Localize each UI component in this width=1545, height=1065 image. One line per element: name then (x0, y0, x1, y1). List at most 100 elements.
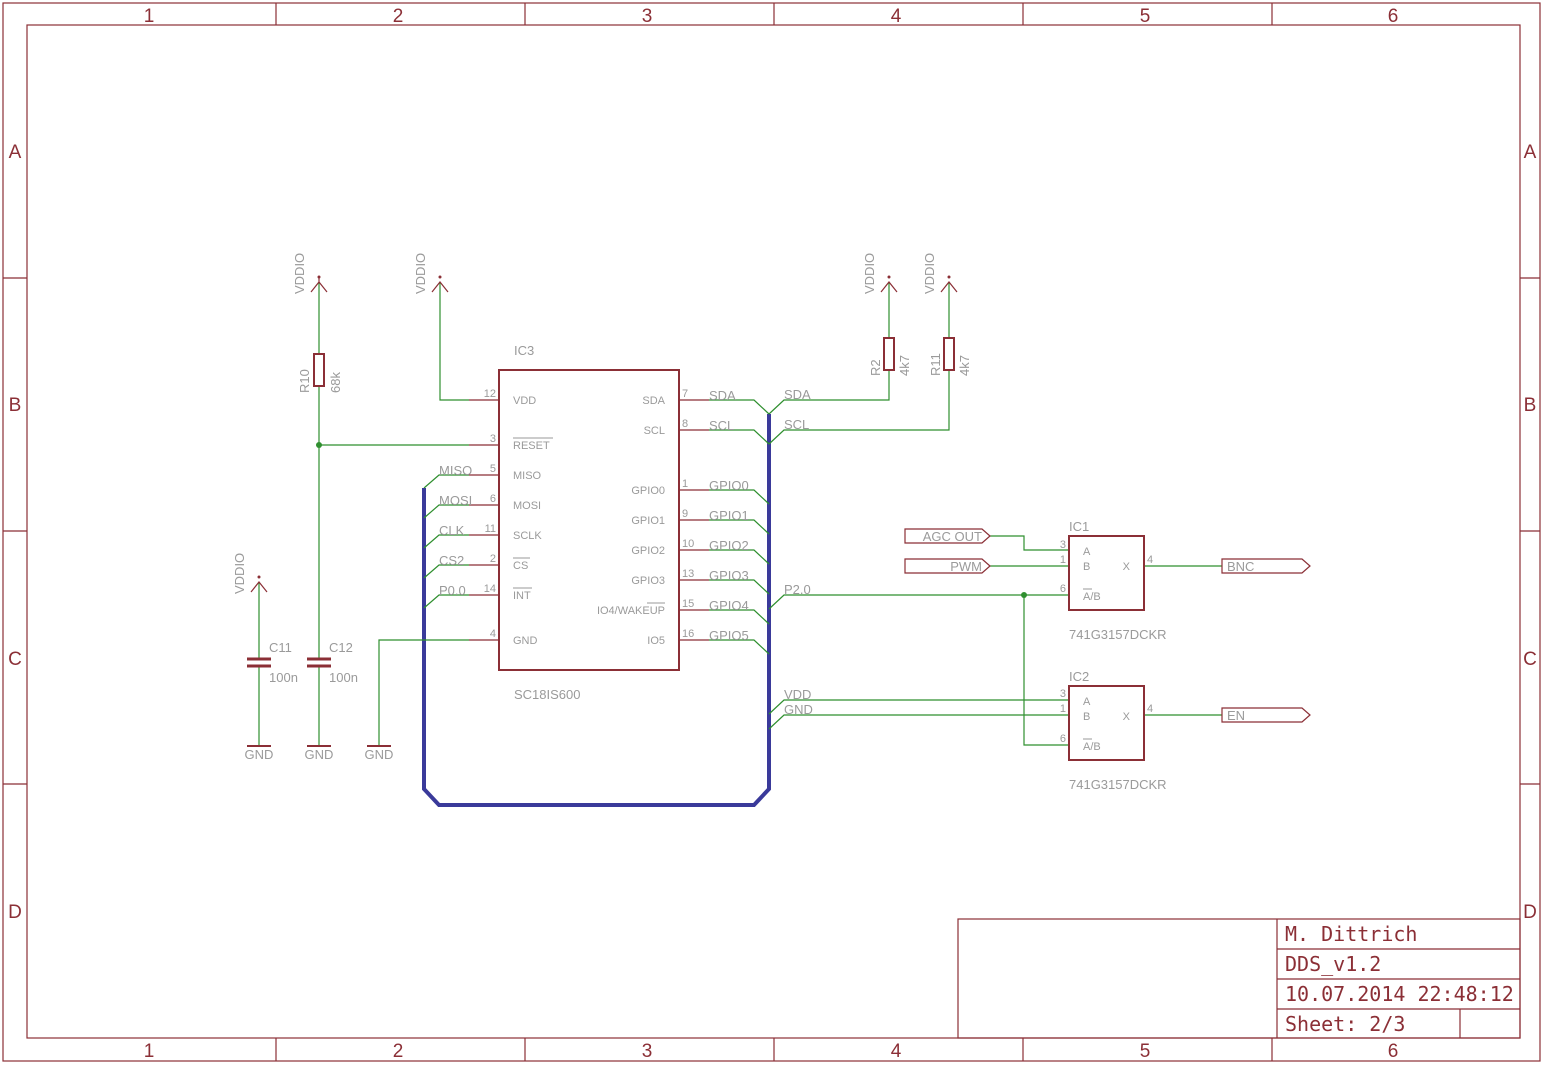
row-labels-left: A B C D (8, 142, 22, 923)
pin-name: B (1083, 561, 1090, 573)
column-labels-top: 1 2 3 4 5 6 (144, 6, 1399, 27)
c11-ref: C11 (269, 640, 292, 655)
r10-value: 68k (328, 372, 343, 393)
pin-number: 1 (1060, 554, 1066, 566)
net-label: SDA (709, 388, 736, 403)
pin-name: GPIO2 (631, 545, 665, 557)
pin-number: 3 (1060, 688, 1066, 700)
row-label: A (9, 142, 22, 163)
r2-ref: R2 (868, 359, 883, 376)
pin-name: GPIO3 (631, 575, 665, 587)
ic1-analog-switch: IC1 741G3157DCKR 3 1 6 4 A B A/B X (1060, 519, 1167, 642)
r10-ref: R10 (297, 369, 312, 393)
col-label: 1 (144, 1041, 155, 1062)
pin-name: SDA (642, 395, 665, 407)
agc-out-port (904, 528, 991, 544)
gnd-label: GND (365, 747, 394, 762)
pwm-label: PWM (950, 559, 982, 574)
pin-number: 3 (1060, 539, 1066, 551)
vddio-label: VDDIO (922, 253, 937, 294)
capacitor-c11: C11 100n (247, 640, 298, 685)
pin-name: CS (513, 560, 528, 572)
col-label: 3 (642, 6, 653, 27)
ic1-ref: IC1 (1069, 519, 1089, 534)
col-label: 2 (393, 1041, 404, 1062)
pin-number: 7 (682, 388, 688, 400)
pin-name: X (1123, 561, 1131, 573)
net-label: MOSI (439, 493, 472, 508)
pin-name: B (1083, 711, 1090, 723)
bnc-port (1221, 558, 1311, 574)
pin-name: A/B (1083, 741, 1101, 753)
pin-number: 6 (490, 493, 496, 505)
author-text: M. Dittrich (1285, 922, 1417, 946)
vddio-label: VDDIO (292, 253, 307, 294)
pin-number: 16 (682, 628, 694, 640)
row-label: D (1523, 902, 1537, 923)
title-block: M. Dittrich DDS_v1.2 10.07.2014 22:48:12… (957, 918, 1521, 1039)
r11-value: 4k7 (957, 355, 972, 376)
vddio-label: VDDIO (232, 553, 247, 594)
sheet-text: Sheet: 2/3 (1285, 1012, 1405, 1036)
net-label: CLK (439, 523, 465, 538)
pin-name: SCL (644, 425, 665, 437)
pin-number: 6 (1060, 733, 1066, 745)
vddio-arrow-icon (431, 281, 449, 293)
pin-number: 13 (682, 568, 694, 580)
net-labels: MISO MOSI CLK CS2 P0.0 SDA SCL GPIO0 GPI… (439, 387, 813, 717)
pin-name: A/B (1083, 591, 1101, 603)
pin-name: GND (513, 635, 538, 647)
gnd-label: GND (305, 747, 334, 762)
net-label: VDD (784, 687, 811, 702)
signal-bus (422, 414, 771, 807)
ic3-part: SC18IS600 (514, 687, 581, 702)
resistor-r10: R10 68k (297, 353, 343, 393)
agc-out-label: AGC OUT (923, 529, 982, 544)
en-port (1221, 707, 1311, 723)
net-label: GPIO0 (709, 478, 749, 493)
row-label: A (1524, 142, 1537, 163)
col-label: 3 (642, 1041, 653, 1062)
vddio-label: VDDIO (862, 253, 877, 294)
ic2-analog-switch: IC2 741G3157DCKR 3 1 6 4 A B A/B X (1060, 669, 1167, 792)
col-label: 4 (891, 6, 902, 27)
col-label: 1 (144, 6, 155, 27)
vddio-label: VDDIO (413, 253, 428, 294)
pin-number: 4 (1147, 554, 1153, 566)
vddio-arrow-icon (310, 278, 328, 293)
project-text: DDS_v1.2 (1285, 952, 1381, 976)
net-label: MISO (439, 463, 472, 478)
net-label: GPIO2 (709, 538, 749, 553)
pin-number: 15 (682, 598, 694, 610)
pin-name: GPIO0 (631, 485, 665, 497)
pin-name: GPIO1 (631, 515, 665, 527)
pin-number: 1 (682, 478, 688, 490)
port-flags: AGC OUT PWM BNC EN (904, 528, 1311, 723)
net-label: SCL (784, 417, 809, 432)
r2-value: 4k7 (897, 355, 912, 376)
vddio-arrow-icon (250, 581, 268, 593)
row-label: C (1523, 649, 1537, 670)
col-label: 6 (1388, 6, 1399, 27)
net-label: GPIO4 (709, 598, 749, 613)
pin-name: A (1083, 696, 1091, 708)
pin-name: IO5 (647, 635, 665, 647)
row-label: D (8, 902, 22, 923)
pin-number: 8 (682, 418, 688, 430)
pin-name: RESET (513, 440, 550, 452)
pin-name: INT (513, 590, 531, 602)
pin-name: IO4/WAKEUP (597, 605, 665, 617)
r11-ref: R11 (928, 353, 943, 376)
pin-number: 3 (490, 433, 496, 445)
ic3-sc18is600: IC3 SC18IS600 12 3 5 6 11 2 14 4 VDD RES… (469, 343, 709, 702)
pin-name: VDD (513, 395, 536, 407)
pin-name: MISO (513, 470, 542, 482)
pin-number: 5 (490, 463, 496, 475)
wires (258, 282, 1222, 746)
pin-number: 11 (485, 523, 496, 535)
pin-number: 4 (490, 628, 496, 640)
pin-number: 4 (1147, 703, 1153, 715)
pin-name: SCLK (513, 530, 542, 542)
gnd-label: GND (245, 747, 274, 762)
col-label: 2 (393, 6, 404, 27)
